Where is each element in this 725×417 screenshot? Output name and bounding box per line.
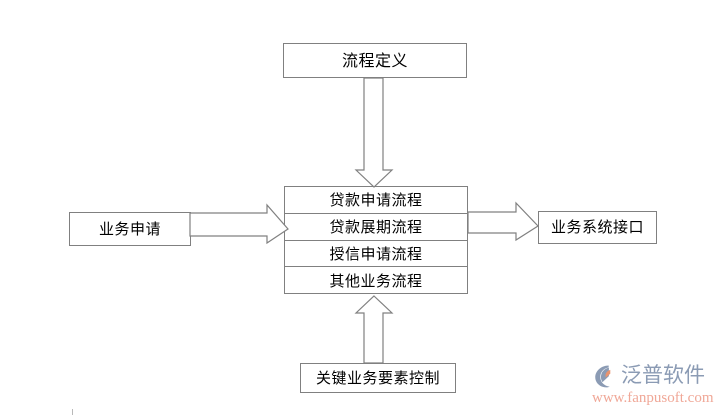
process-stack-row-label: 贷款展期流程 <box>329 218 423 237</box>
node-process-definition: 流程定义 <box>283 43 467 78</box>
node-business-application-label: 业务申请 <box>98 219 161 238</box>
process-stack-row: 其他业务流程 <box>285 267 467 293</box>
watermark-top: 泛普软件 <box>592 363 705 389</box>
arrow-down-icon <box>354 77 394 188</box>
watermark: 泛普软件 www.fanpusoft.com <box>592 358 722 410</box>
node-business-system-interface-label: 业务系统接口 <box>550 218 644 236</box>
process-stack-row: 贷款展期流程 <box>285 213 467 241</box>
watermark-url-text: www.fanpusoft.com <box>592 389 714 406</box>
process-stack-row-label: 授信申请流程 <box>329 244 423 263</box>
process-stack-row: 授信申请流程 <box>285 240 467 268</box>
node-process-definition-label: 流程定义 <box>341 50 408 70</box>
watermark-brand-text: 泛普软件 <box>621 363 705 387</box>
arrow-right-business-application-icon <box>189 203 289 245</box>
arrow-up-icon <box>354 295 394 364</box>
node-business-application: 业务申请 <box>69 212 191 246</box>
process-stack: 贷款申请流程 贷款展期流程 授信申请流程 其他业务流程 <box>284 186 468 294</box>
node-business-system-interface: 业务系统接口 <box>538 211 657 244</box>
arrow-right-interface-icon <box>467 201 539 242</box>
fanpu-logo-icon <box>595 364 611 387</box>
process-stack-row: 贷款申请流程 <box>285 187 467 214</box>
process-stack-row-label: 贷款申请流程 <box>329 191 423 210</box>
process-stack-row-label: 其他业务流程 <box>329 271 423 290</box>
node-key-element-control-label: 关键业务要素控制 <box>315 368 440 387</box>
scan-artifact <box>72 409 73 415</box>
node-key-element-control: 关键业务要素控制 <box>300 363 456 393</box>
